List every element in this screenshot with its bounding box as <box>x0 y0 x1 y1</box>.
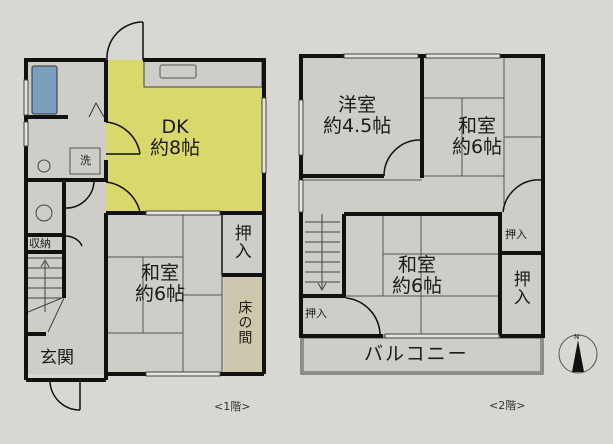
washitsu-1f-name: 和室 <box>141 262 180 284</box>
yoshitsu-label: 洋室 約4.5帖 <box>323 95 391 137</box>
yoshitsu-size: 約4.5帖 <box>323 114 392 137</box>
washitsu-1f-label: 和室 約6帖 <box>135 263 185 305</box>
floor-2 <box>298 53 545 375</box>
washitsu-2f-ne-name: 和室 <box>458 115 497 137</box>
compass-icon <box>558 334 598 374</box>
dk-label: DK 約8帖 <box>150 117 200 159</box>
washitsu-2f-ne-label: 和室 約6帖 <box>452 116 502 158</box>
floor-1-label: <1階> <box>214 400 251 413</box>
dk-size: 約8帖 <box>150 136 201 159</box>
oshiire-2f-big-label: 押入 <box>509 270 530 306</box>
dk-name: DK <box>161 116 189 138</box>
oshiire-2f-small-label: 押入 <box>505 228 527 241</box>
floor-1 <box>23 21 267 411</box>
washitsu-1f-size: 約6帖 <box>135 282 186 305</box>
washitsu-2f-ne-size: 約6帖 <box>452 135 503 158</box>
washitsu-2f-s-label: 和室 約6帖 <box>392 255 442 297</box>
tokonoma-label: 床の間 <box>236 300 253 345</box>
oshiire-2f-left-label: 押入 <box>305 307 327 320</box>
wash-label: 洗 <box>80 154 91 167</box>
floor-2-label: <2階> <box>489 399 526 412</box>
compass-north-label: N <box>574 333 580 341</box>
balcony-label: バルコニー <box>364 343 469 365</box>
washitsu-2f-s-size: 約6帖 <box>392 274 443 297</box>
storage-label: 収納 <box>29 237 51 250</box>
washitsu-2f-s-name: 和室 <box>398 254 437 276</box>
oshiire-1f-label: 押入 <box>230 224 251 260</box>
yoshitsu-name: 洋室 <box>338 94 377 116</box>
genkan-label: 玄関 <box>40 348 74 368</box>
